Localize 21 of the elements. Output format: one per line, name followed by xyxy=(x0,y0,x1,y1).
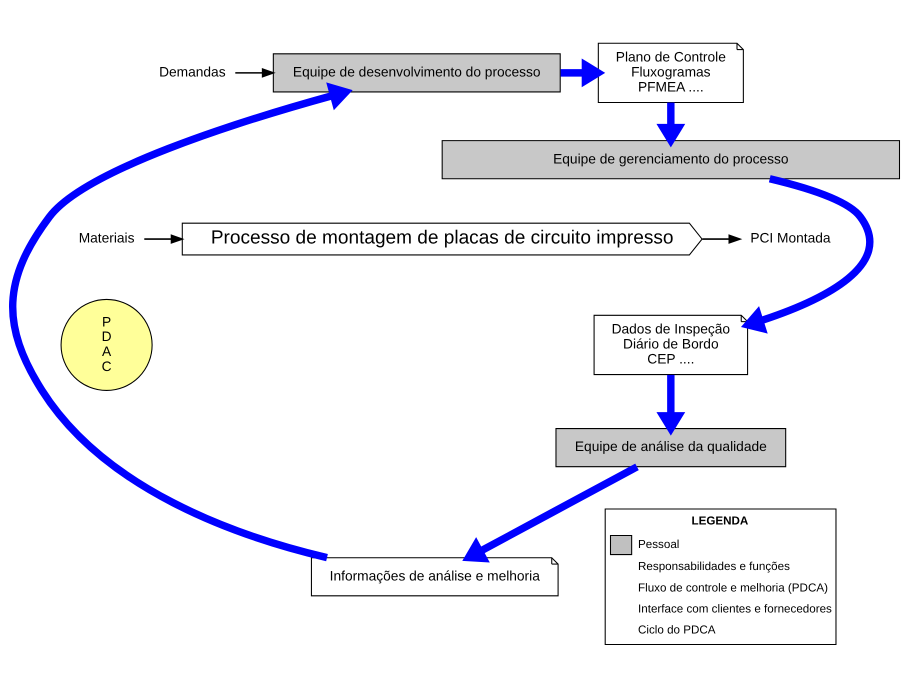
arrow xyxy=(462,463,639,562)
legend-label: Interface com clientes e fornecedores xyxy=(638,602,832,616)
legend-label: Pessoal xyxy=(638,537,680,550)
node-text: PCI Montada xyxy=(750,230,831,246)
node-text: Demandas xyxy=(159,64,226,79)
arrow xyxy=(560,58,606,87)
node-text: Materiais xyxy=(78,230,134,246)
node-circle: P D A C xyxy=(60,298,153,390)
arrow xyxy=(235,68,276,78)
arrow xyxy=(656,374,686,436)
node-box: Equipe de análise da qualidade xyxy=(555,428,786,467)
label: LEGENDA xyxy=(691,514,748,528)
node-box: Equipe de desenvolvimento do processo xyxy=(272,52,561,92)
arrow xyxy=(656,102,686,147)
arrow xyxy=(9,82,353,561)
legend-label: Ciclo do PDCA xyxy=(638,623,716,636)
arrow xyxy=(702,234,742,244)
legend-label: Fluxo de controle e melhoria (PDCA) xyxy=(638,580,828,594)
arrow xyxy=(144,234,184,244)
node-box: Equipe de gerenciamento do processo xyxy=(442,140,900,179)
legend-label: Responsabilidades e funções xyxy=(638,560,790,573)
